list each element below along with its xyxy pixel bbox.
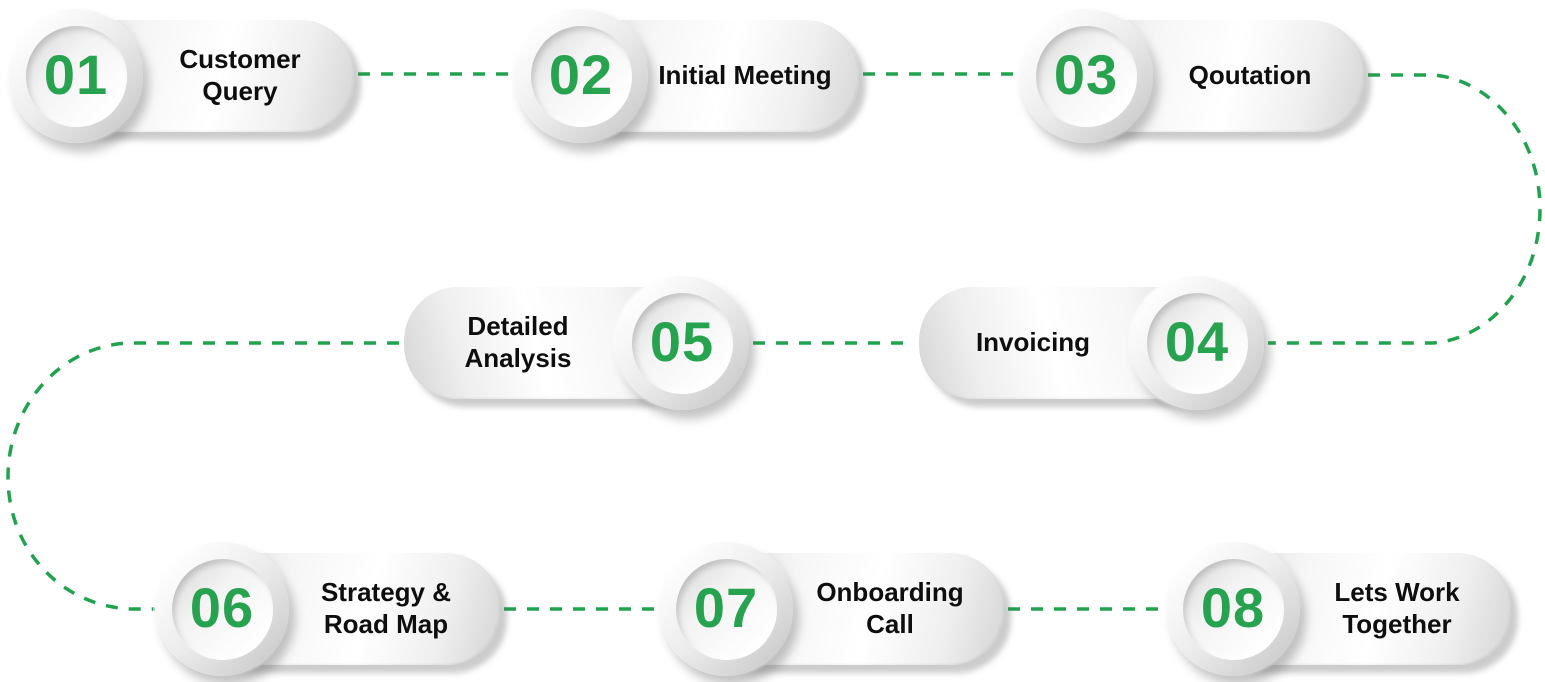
step-05-number-inner: 05 [631,292,733,394]
step-03-number-badge: 03 [1019,9,1153,143]
step-06-number: 06 [189,576,255,639]
step-04-invoicing: Invoicing 04 [919,276,1264,410]
step-07-number-inner: 07 [675,558,777,660]
step-08-lets-work-together: Lets Work Together 08 [1166,542,1511,676]
step-08-label: Lets Work Together [1334,577,1460,639]
step-01-number: 01 [43,43,109,106]
step-07-onboarding-call: Onboarding Call 07 [659,542,1004,676]
step-01-customer-query: Customer Query 01 [9,9,354,143]
step-04-number: 04 [1164,310,1230,373]
step-01-number-inner: 01 [25,25,127,127]
step-08-number-inner: 08 [1182,558,1284,660]
step-03-label: Qoutation [1188,60,1312,91]
step-08-number: 08 [1200,576,1266,639]
step-06-number-badge: 06 [155,542,289,676]
step-04-number-badge: 04 [1130,276,1264,410]
step-07-label: Onboarding Call [816,577,964,639]
step-05-detailed-analysis: Detailed Analysis 05 [404,276,749,410]
connector-03-04-curve [1268,73,1542,345]
step-03-number-inner: 03 [1035,25,1137,127]
step-01-label: Customer Query [179,44,301,106]
step-02-initial-meeting: Initial Meeting 02 [514,9,859,143]
step-06-strategy-road-map: Strategy & Road Map 06 [155,542,500,676]
step-02-number-badge: 02 [514,9,648,143]
step-04-label: Invoicing [975,327,1091,358]
step-02-number-inner: 02 [530,25,632,127]
step-06-label: Strategy & Road Map [320,577,452,639]
step-05-number: 05 [649,310,715,373]
step-07-number-badge: 07 [659,542,793,676]
step-05-label: Detailed Analysis [464,311,572,373]
connector-05-06-curve [6,341,399,611]
step-06-number-inner: 06 [171,558,273,660]
step-03-qoutation: Qoutation 03 [1019,9,1364,143]
step-08-number-badge: 08 [1166,542,1300,676]
step-01-number-badge: 01 [9,9,143,143]
step-02-number: 02 [548,43,614,106]
step-02-label: Initial Meeting [658,60,832,91]
step-05-number-badge: 05 [615,276,749,410]
step-07-number: 07 [693,576,759,639]
step-04-number-inner: 04 [1146,292,1248,394]
step-03-number: 03 [1053,43,1119,106]
